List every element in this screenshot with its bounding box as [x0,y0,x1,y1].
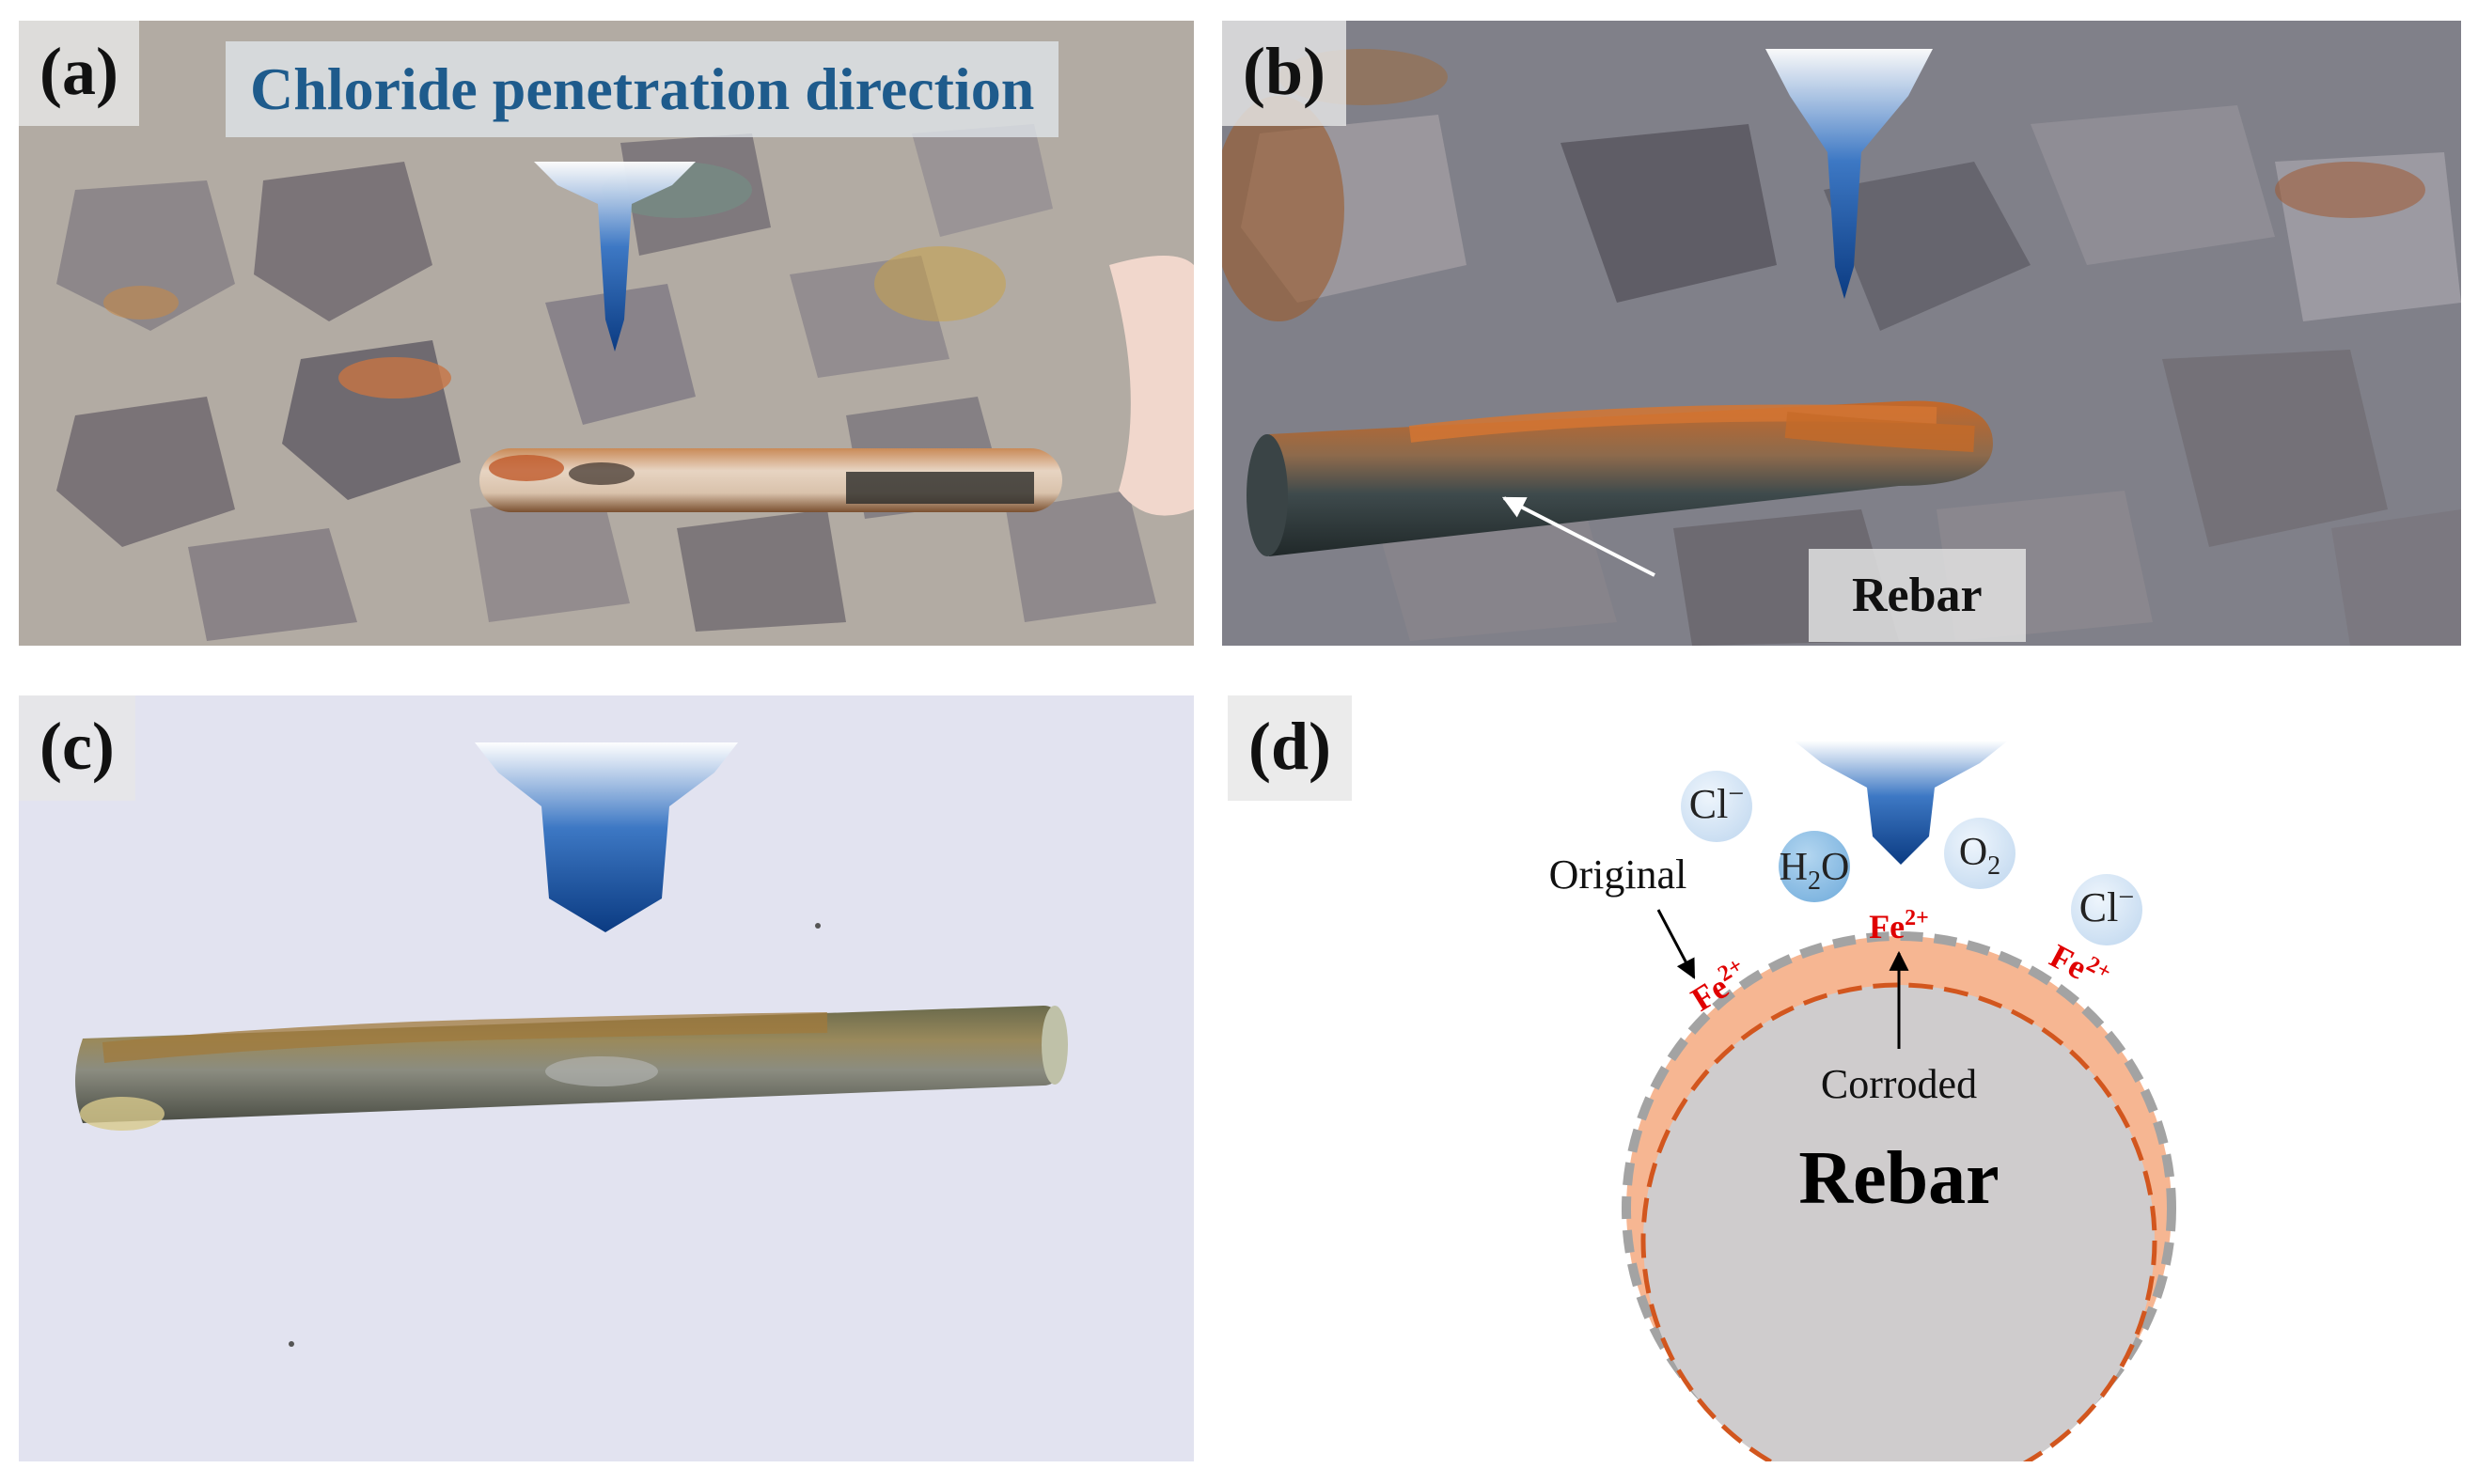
pointer-arrow-icon [1656,909,1696,979]
oxygen-bubble [1944,818,2015,889]
ion-label: Fe2+ [1869,906,1929,945]
penetration-arrow-icon [534,162,696,351]
corroded-boundary [1640,982,2157,1461]
rebar-rod [479,448,1062,512]
water-bubble [1779,831,1850,902]
species-label: Cl− [1689,778,1745,827]
chloride-bubble [1681,771,1752,842]
panel-b-photo [1222,21,2461,646]
species-label: O2 [1959,831,2000,881]
panel-c: (c) [19,695,1194,1461]
panel-tag: (d) [1228,695,1352,801]
panel-tag: (c) [19,695,135,801]
penetration-arrow-icon [475,742,738,932]
corrosion-diagram: Cl− H2O O2 Cl− Fe2+ Fe2+ Fe2+ Original C… [1549,741,2176,1461]
panel-b: (b) Rebar [1222,21,2461,646]
panel-d: Cl− H2O O2 Cl− Fe2+ Fe2+ Fe2+ Original C… [1228,695,2461,1461]
chloride-bubble [2071,874,2142,945]
panel-tag: (a) [19,21,139,126]
panel-tag: (b) [1222,21,1346,126]
species-label: Cl− [2079,882,2135,930]
rebar-rod [75,1006,1068,1131]
rebar-core [1643,985,2155,1461]
panel-c-photo [19,695,1194,1461]
penetration-arrow-icon [1794,741,2008,865]
corroded-label: Corroded [1821,1061,1977,1107]
species-label: H2O [1780,846,1850,896]
rebar-core-label: Rebar [1798,1137,1999,1220]
panel-a: (a) Chloride penetration direction [19,21,1194,646]
original-label: Original [1549,851,1687,898]
rebar-rod [1247,400,1993,556]
penetration-arrow-icon [1765,49,1933,299]
chloride-direction-label: Chloride penetration direction [226,41,1059,137]
rebar-label: Rebar [1809,549,2026,642]
pointer-arrow-icon [1501,496,1655,577]
